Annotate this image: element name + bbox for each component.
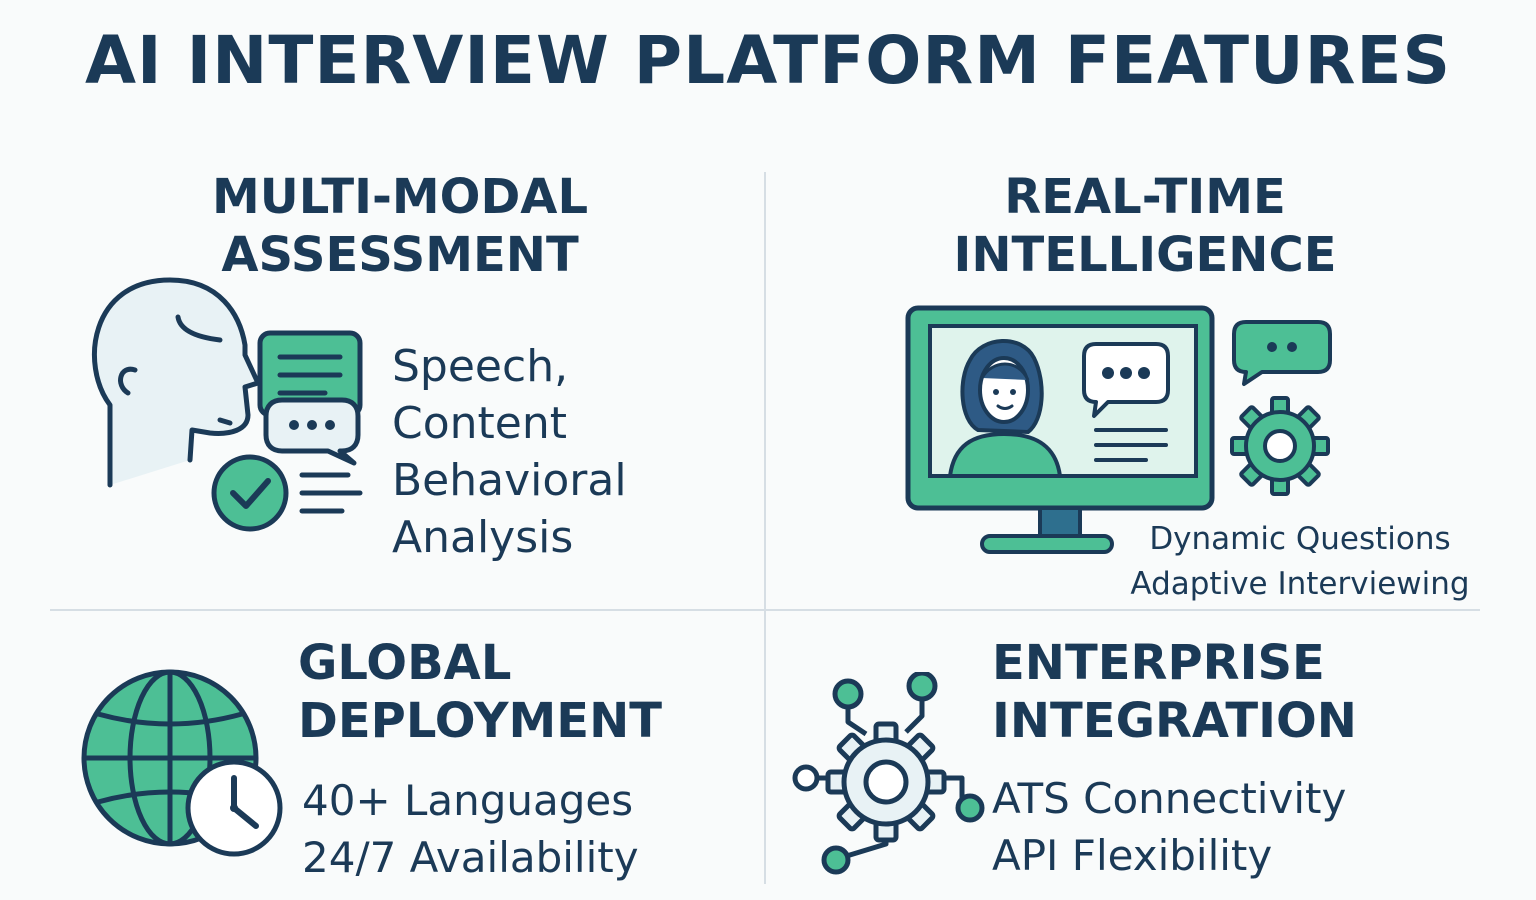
heading-line: INTELLIGENCE — [953, 227, 1337, 283]
description-line: Analysis — [392, 512, 574, 563]
description-line: Adaptive Interviewing — [1130, 566, 1470, 602]
heading-line: ENTERPRISE — [992, 635, 1325, 691]
feature-description-enterprise: ATS Connectivity API Flexibility — [992, 770, 1346, 884]
description-line: 40+ Languages — [302, 776, 634, 825]
description-line: Speech, — [392, 341, 569, 392]
feature-heading-global: GLOBAL DEPLOYMENT — [298, 634, 662, 750]
heading-line: DEPLOYMENT — [298, 693, 663, 749]
description-line: Dynamic Questions — [1149, 521, 1451, 557]
heading-line: REAL-TIME — [1004, 169, 1286, 225]
globe-clock-icon — [81, 669, 283, 857]
vertical-divider — [764, 172, 766, 884]
description-line: Behavioral — [392, 455, 627, 506]
description-line: 24/7 Availability — [302, 833, 639, 882]
feature-description-multimodal: Speech, Content Behavioral Analysis — [392, 338, 627, 566]
heading-line: ASSESSMENT — [221, 227, 579, 283]
heading-line: GLOBAL — [298, 635, 512, 691]
monitor-interview-icon — [905, 305, 1332, 554]
feature-heading-enterprise: ENTERPRISE INTEGRATION — [992, 634, 1357, 750]
feature-description-global: 40+ Languages 24/7 Availability — [302, 772, 639, 886]
description-line: ATS Connectivity — [992, 774, 1347, 823]
head-speech-icon — [91, 277, 363, 532]
page-title: AI INTERVIEW PLATFORM FEATURES — [84, 22, 1452, 99]
heading-line: MULTI-MODAL — [211, 169, 589, 225]
feature-heading-multimodal: MULTI-MODAL ASSESSMENT — [160, 168, 640, 284]
gear-network-icon — [792, 672, 985, 875]
description-line: API Flexibility — [992, 831, 1273, 880]
heading-line: INTEGRATION — [992, 693, 1357, 749]
description-line: Content — [392, 398, 567, 449]
feature-description-realtime: Dynamic Questions Adaptive Interviewing — [1122, 517, 1478, 607]
feature-heading-realtime: REAL-TIME INTELLIGENCE — [900, 168, 1390, 284]
horizontal-divider — [50, 609, 1480, 611]
